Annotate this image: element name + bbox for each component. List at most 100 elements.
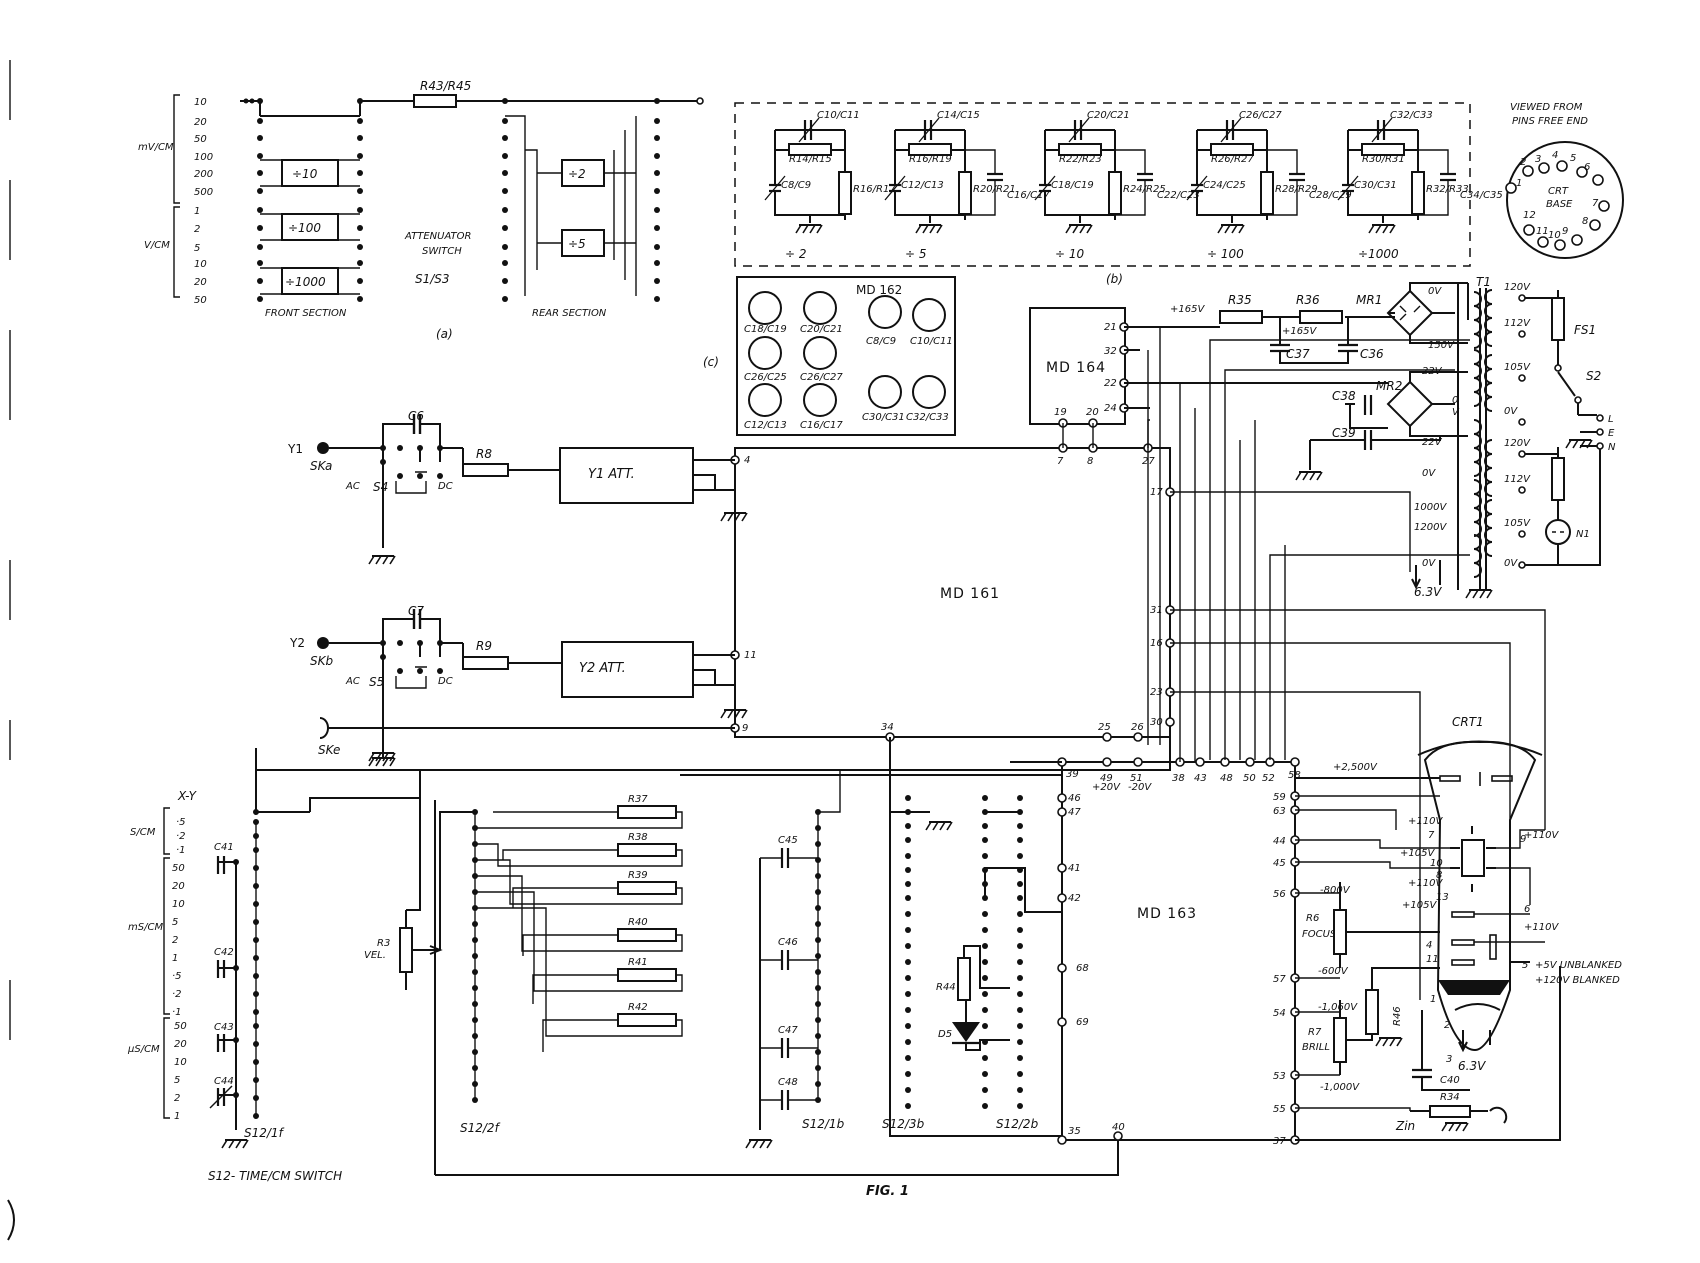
cap2-label: C28/C29 — [1309, 190, 1352, 201]
switch-contact — [502, 260, 508, 266]
switch-contact — [257, 278, 263, 284]
switch-contact — [982, 1071, 988, 1077]
switch-contact — [982, 959, 988, 965]
viewed-from-label: VIEWED FROM — [1510, 102, 1583, 113]
switch-contact — [905, 867, 911, 873]
r6-focus-pot[interactable] — [1333, 909, 1347, 955]
switch-contact — [982, 1039, 988, 1045]
mr2-label: MR2 — [1376, 379, 1402, 393]
r7-label: R7 — [1308, 1027, 1322, 1038]
md163-pin — [1057, 1135, 1067, 1145]
trimmer-capacitor[interactable] — [748, 291, 782, 325]
md163-pin — [1057, 793, 1067, 803]
div5-label: ÷5 — [568, 237, 586, 251]
crt-pin-number: 9 — [1520, 834, 1526, 845]
fs1-fuse — [1551, 297, 1565, 341]
switch-contact — [257, 118, 263, 124]
trimmer-capacitor[interactable] — [912, 375, 946, 409]
crt-base-pin — [1505, 182, 1517, 194]
c37-label: C37 — [1286, 347, 1310, 361]
figure-caption: FIG. 1 — [866, 1184, 909, 1199]
switch-contact — [1017, 1087, 1023, 1093]
r46-label: R46 — [1392, 1006, 1403, 1026]
switch-contact — [257, 244, 263, 250]
r7-brilliance-pot[interactable] — [1333, 1017, 1347, 1063]
md163-pin-number: 47 — [1068, 807, 1081, 818]
switch-contact — [654, 260, 660, 266]
s12-2f-label: S12/2f — [460, 1121, 501, 1135]
crt-base-pin-number: 5 — [1570, 153, 1576, 164]
plus165v-label-2: +165V — [1282, 326, 1317, 337]
s2-label: S2 — [1586, 369, 1601, 383]
md163-pin-number: 35 — [1068, 1126, 1081, 1137]
secondary-tap-label: 22V — [1422, 366, 1443, 377]
c38-label: C38 — [1332, 389, 1356, 403]
switch-contact — [1017, 795, 1023, 801]
r3-label: R3 — [377, 938, 390, 949]
heater-6-3v-label: 6.3V — [1414, 585, 1442, 599]
r43-r45-label: R43/R45 — [420, 79, 471, 93]
trimmer-label: C20/C21 — [1087, 110, 1130, 121]
crt-base-pin — [1523, 224, 1535, 236]
crt-pin-number: 5 — [1522, 960, 1528, 971]
switch-contact — [357, 135, 363, 141]
switch-contact — [1017, 1007, 1023, 1013]
switch-contact — [982, 1055, 988, 1061]
y1-socket[interactable] — [317, 442, 329, 454]
md161-pin-17: 17 — [1150, 487, 1163, 498]
trimmer-capacitor[interactable] — [748, 336, 782, 370]
switch-contact — [257, 225, 263, 231]
t1-tap-labels: 0V150V22V0V22V0V1000V1200V0V120V112V105V… — [1414, 282, 1558, 599]
trimmer-capacitor[interactable] — [912, 298, 946, 332]
switch-contact — [357, 188, 363, 194]
y2-socket[interactable] — [317, 637, 329, 649]
switch-contact — [905, 1071, 911, 1077]
md163-pin-number: 51 — [1130, 773, 1143, 784]
trimmer-capacitor[interactable] — [868, 295, 902, 329]
trimmer-capacitor[interactable] — [748, 383, 782, 417]
front-range-label: 100 — [194, 152, 213, 163]
switch-contact — [982, 1103, 988, 1109]
timebase-resistor-label: R37 — [628, 794, 648, 805]
attenuator-label-1: ATTENUATOR — [404, 231, 472, 242]
res2-label: R32/R33 — [1426, 184, 1469, 195]
crt-base-title-1: CRT — [1548, 186, 1569, 197]
res-label: R30/R31 — [1362, 154, 1405, 165]
r35-resistor — [1219, 310, 1263, 324]
switch-contact — [437, 668, 443, 674]
switch-contact — [1017, 1071, 1023, 1077]
crt-base-pin-number: 2 — [1520, 157, 1526, 168]
switch-contact — [1017, 975, 1023, 981]
crt-base-pin-number: 6 — [1584, 162, 1590, 173]
r3-variable-resistor[interactable] — [399, 927, 413, 973]
section-c-tag: (c) — [703, 355, 719, 369]
trimmer-capacitor[interactable] — [803, 383, 837, 417]
switch-contact — [1017, 959, 1023, 965]
md163-pin-number: 63 — [1273, 806, 1286, 817]
switch-contact — [982, 823, 988, 829]
crt-voltage-label: -600V — [1318, 966, 1349, 977]
crt-pin-number: 10 — [1430, 858, 1443, 869]
crt-pin-number: 13 — [1436, 892, 1449, 903]
crt-base-pin — [1538, 162, 1550, 174]
switch-contact — [905, 1103, 911, 1109]
us-range-label: 1 — [174, 1111, 180, 1122]
primary-tap-label: 0V — [1504, 558, 1518, 569]
trimmer-capacitor[interactable] — [803, 291, 837, 325]
brill-label: BRILL — [1302, 1042, 1330, 1053]
c43-capacitor — [216, 1034, 226, 1052]
md163-pin-number: 53 — [1273, 1071, 1286, 1082]
trimmer-capacitor[interactable] — [803, 336, 837, 370]
r34-resistor — [1429, 1105, 1471, 1118]
s5-label: S5 — [369, 675, 384, 689]
cap2-label: C22/C23 — [1157, 190, 1200, 201]
interconnect-bus — [1062, 327, 1546, 1000]
crt-base-pin — [1556, 160, 1568, 172]
y2-ac-label: AC — [345, 676, 360, 687]
res2-label: R20/R21 — [973, 184, 1016, 195]
plus165v-label-1: +165V — [1170, 304, 1205, 315]
switch-contact — [257, 296, 263, 302]
y1-socket-label: SKa — [310, 459, 332, 473]
n1-label: N1 — [1576, 529, 1590, 540]
trimmer-capacitor[interactable] — [868, 375, 902, 409]
